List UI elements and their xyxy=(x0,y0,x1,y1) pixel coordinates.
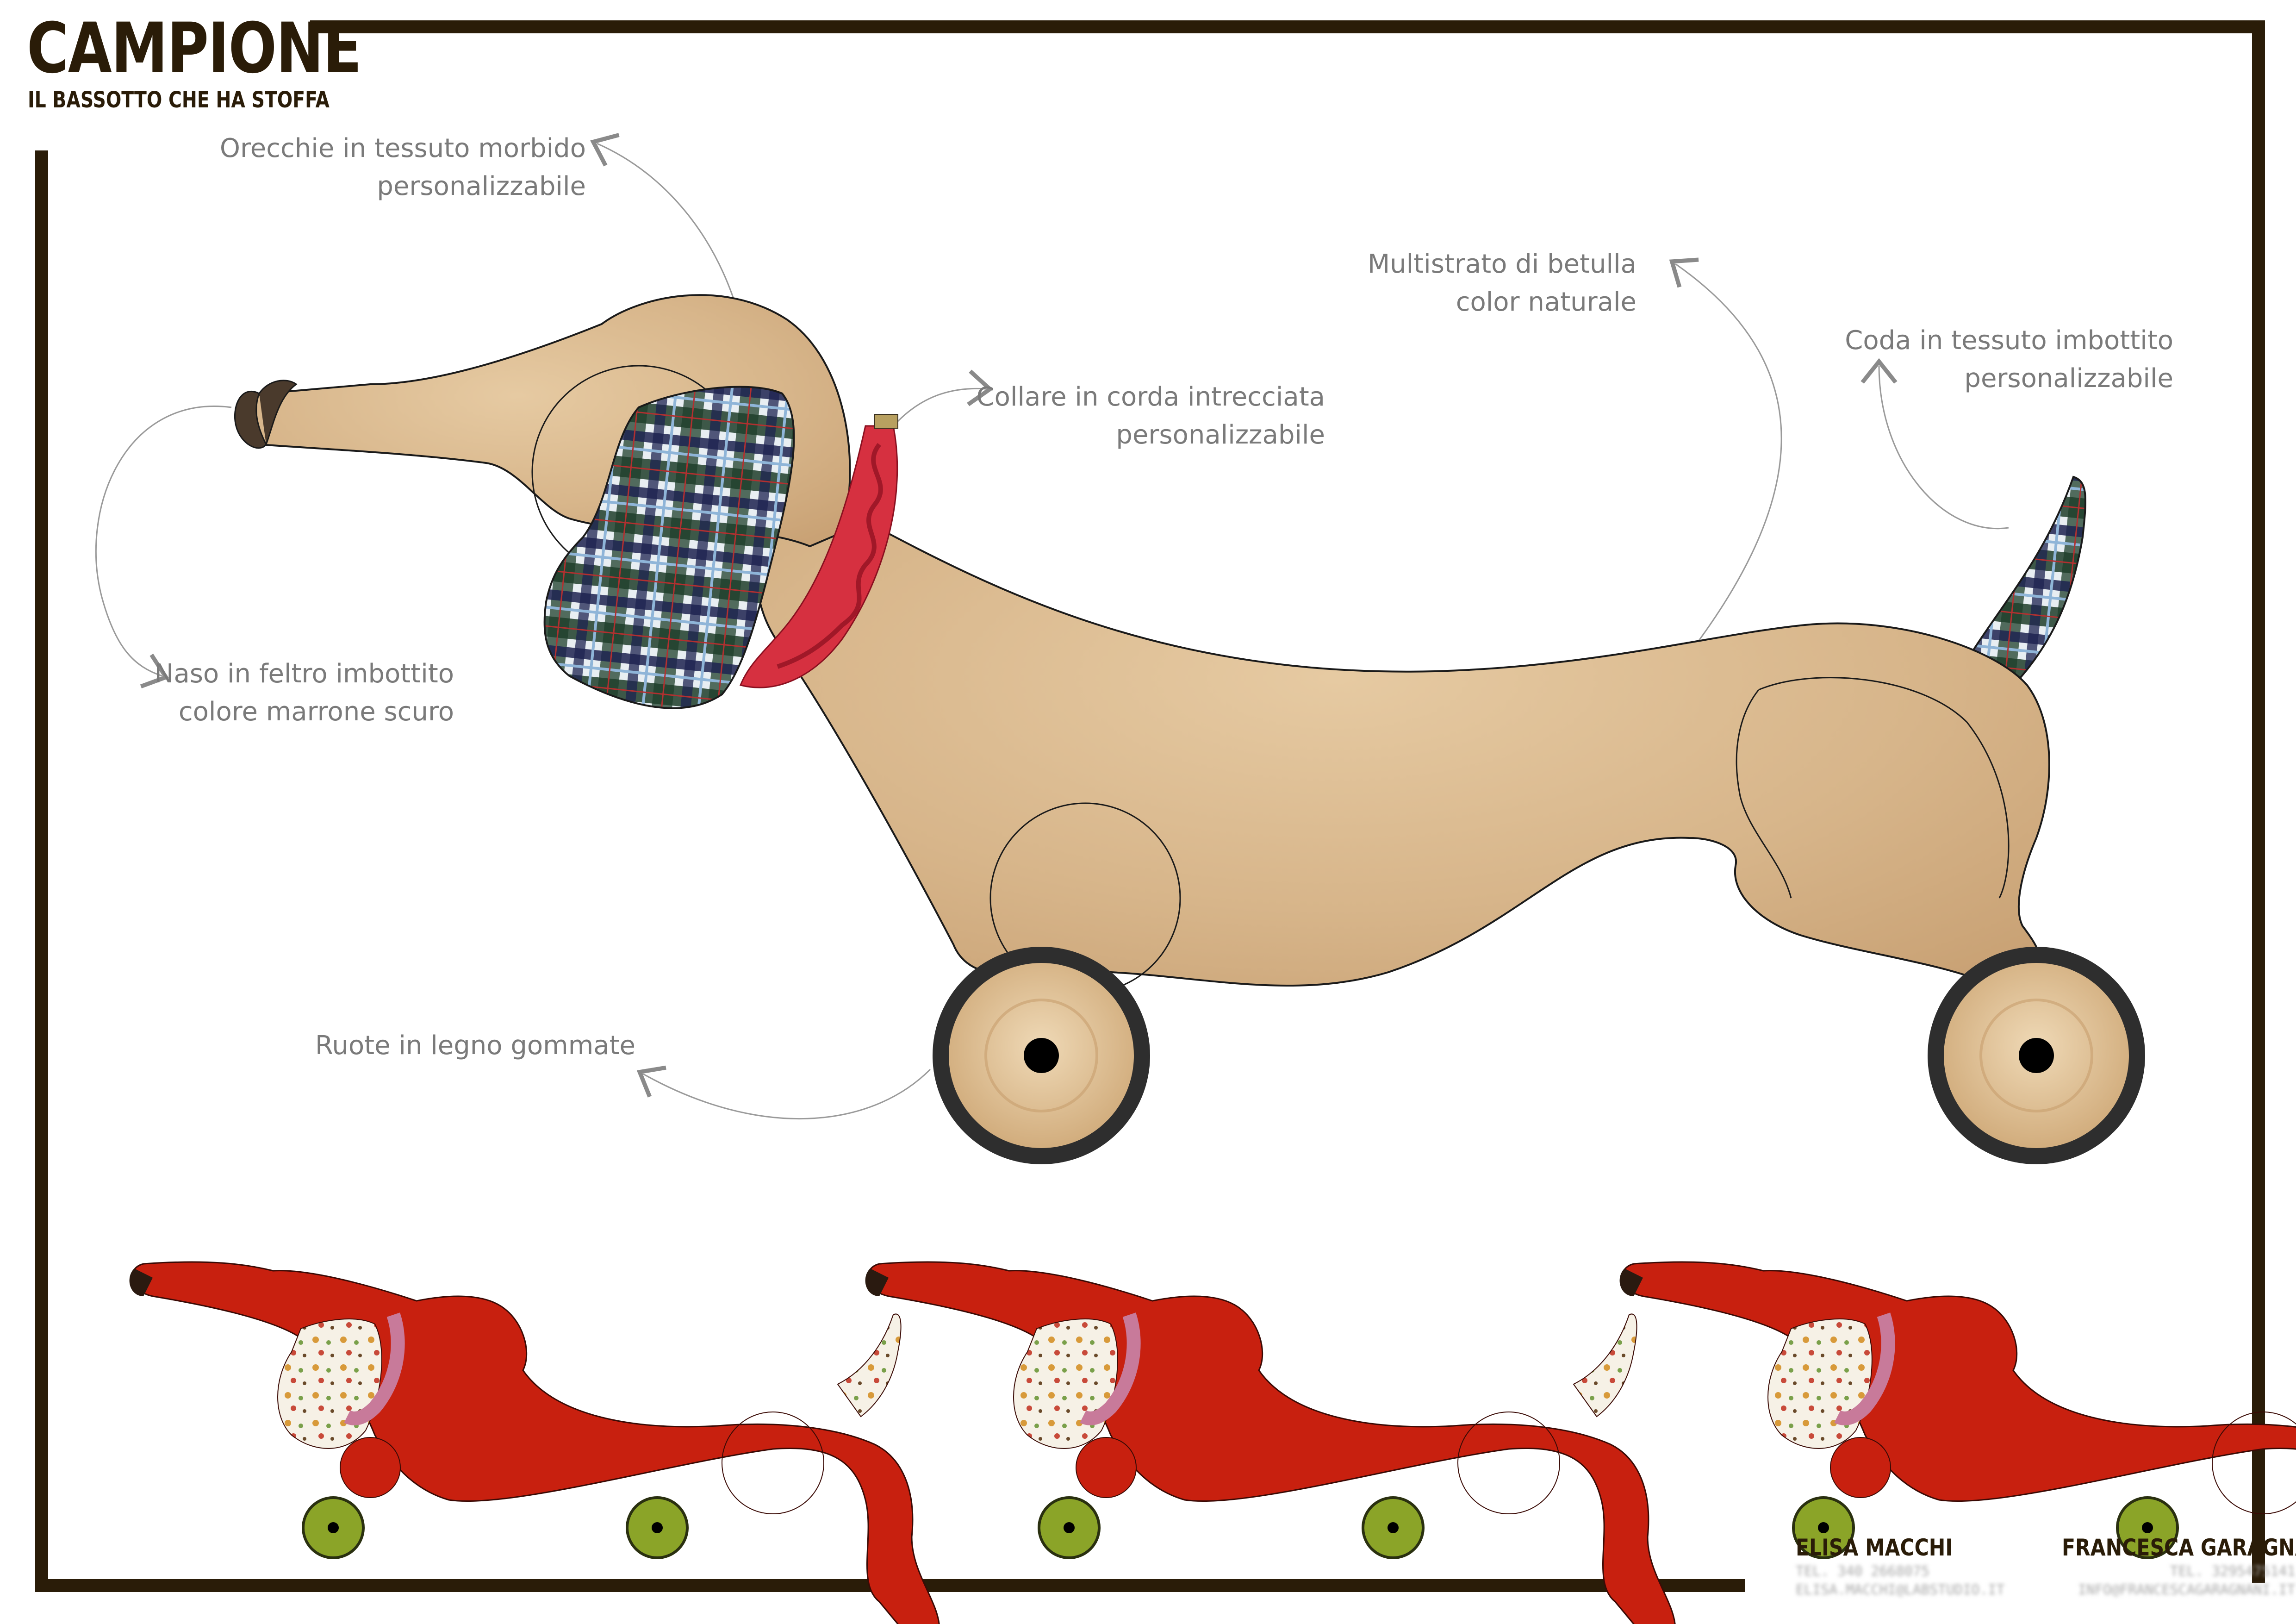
annotation-tail: Coda in tessuto imbottito personalizzabi… xyxy=(1845,322,2173,398)
tail-fabric xyxy=(1970,475,2086,682)
author-contact-2: TEL. 3295475141 INFO@FRANCESCAGARAGNANI.… xyxy=(2078,1562,2296,1599)
annotation-collar: Collare in corda intrecciata personalizz… xyxy=(977,378,1325,454)
author-contact-1: TEL. 340 2668075 ELISA.MACCHI@LABSTUDIO.… xyxy=(1796,1562,2005,1599)
author-phone-1: TEL. 340 2668075 xyxy=(1796,1563,1929,1580)
nose-felt xyxy=(234,380,298,449)
annotation-birch-line-1: Multistrato di betulla xyxy=(1367,249,1636,279)
annotation-birch: Multistrato di betulla color naturale xyxy=(1368,245,1636,321)
author-name-2: FRANCESCA GARAGNANI xyxy=(2062,1534,2296,1561)
annotation-collar-line-1: Collare in corda intrecciata xyxy=(976,382,1325,412)
wheel-rear xyxy=(1928,947,2145,1164)
annotation-nose-line-1: Naso in feltro imbottito xyxy=(154,659,454,689)
annotation-wheels: Ruote in legno gommate xyxy=(315,1027,635,1065)
wheel-front xyxy=(933,947,1150,1164)
color-variant-1 xyxy=(129,1261,940,1624)
annotation-tail-line-2: personalizzabile xyxy=(1964,363,2173,394)
annotation-nose: Naso in feltro imbottito colore marrone … xyxy=(155,655,454,731)
page-title: CAMPIONE xyxy=(27,8,362,89)
color-variant-3 xyxy=(1619,1261,2296,1559)
collar-braided-rope xyxy=(739,414,898,688)
color-variant-2 xyxy=(865,1261,1676,1624)
dachshund-main xyxy=(234,294,2145,1164)
author-email-1: ELISA.MACCHI@LABSTUDIO.IT xyxy=(1796,1582,2005,1598)
author-phone-2: TEL. 3295475141 xyxy=(2170,1563,2296,1580)
annotation-tail-line-1: Coda in tessuto imbottito xyxy=(1845,325,2173,356)
annotation-wheels-line-1: Ruote in legno gommate xyxy=(315,1031,635,1061)
annotation-ears-line-1: Orecchie in tessuto morbido xyxy=(219,133,586,163)
ear-fabric xyxy=(543,386,795,709)
annotation-nose-line-2: colore marrone scuro xyxy=(178,697,454,727)
annotation-birch-line-2: color naturale xyxy=(1456,287,1636,317)
annotation-collar-line-2: personalizzabile xyxy=(1116,420,1325,450)
body-birch-plywood xyxy=(753,471,2050,987)
page-subtitle: IL BASSOTTO CHE HA STOFFA xyxy=(28,87,330,113)
annotation-ears-line-2: personalizzabile xyxy=(377,171,586,201)
page-frame xyxy=(35,20,2265,1592)
author-name-1: ELISA MACCHI xyxy=(1796,1534,1953,1561)
annotation-ears: Orecchie in tessuto morbido personalizza… xyxy=(220,130,586,206)
author-email-2: INFO@FRANCESCAGARAGNANI.IT xyxy=(2078,1582,2296,1598)
